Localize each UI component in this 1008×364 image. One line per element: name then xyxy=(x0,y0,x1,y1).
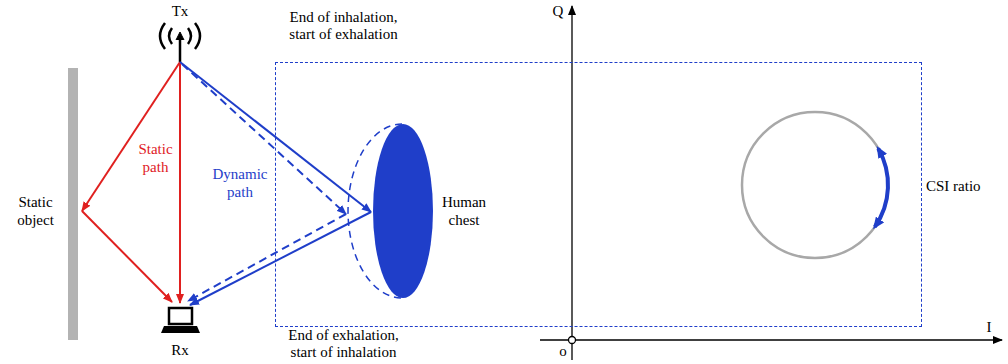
csi-ratio-arc xyxy=(875,149,888,227)
origin-label: o xyxy=(556,342,570,360)
human-chest xyxy=(373,124,433,298)
path-label: Static path xyxy=(133,140,178,176)
path-label: Dynamic path xyxy=(205,165,275,201)
chest-previous-position xyxy=(348,124,402,298)
object-label: Static object xyxy=(8,193,63,229)
transmitter-label: Tx xyxy=(165,2,195,20)
static-object-bar xyxy=(68,68,78,340)
phase-heading: End of inhalation, start of exhalation xyxy=(276,9,411,43)
axis-label: Q xyxy=(549,2,567,20)
antenna-symbol xyxy=(160,23,200,62)
static-path xyxy=(82,62,180,303)
laptop-symbol xyxy=(161,308,200,333)
csi-circle xyxy=(742,112,888,258)
receiver-label: Rx xyxy=(165,341,195,359)
breathing-region: End of inhalation, start of exhalationEn… xyxy=(275,62,922,327)
axis-label: I xyxy=(980,318,998,336)
csi-label: CSI ratio xyxy=(926,177,1004,195)
phase-heading: End of exhalation, start of inhalation xyxy=(276,327,411,361)
chest-label: Human chest xyxy=(438,193,490,229)
